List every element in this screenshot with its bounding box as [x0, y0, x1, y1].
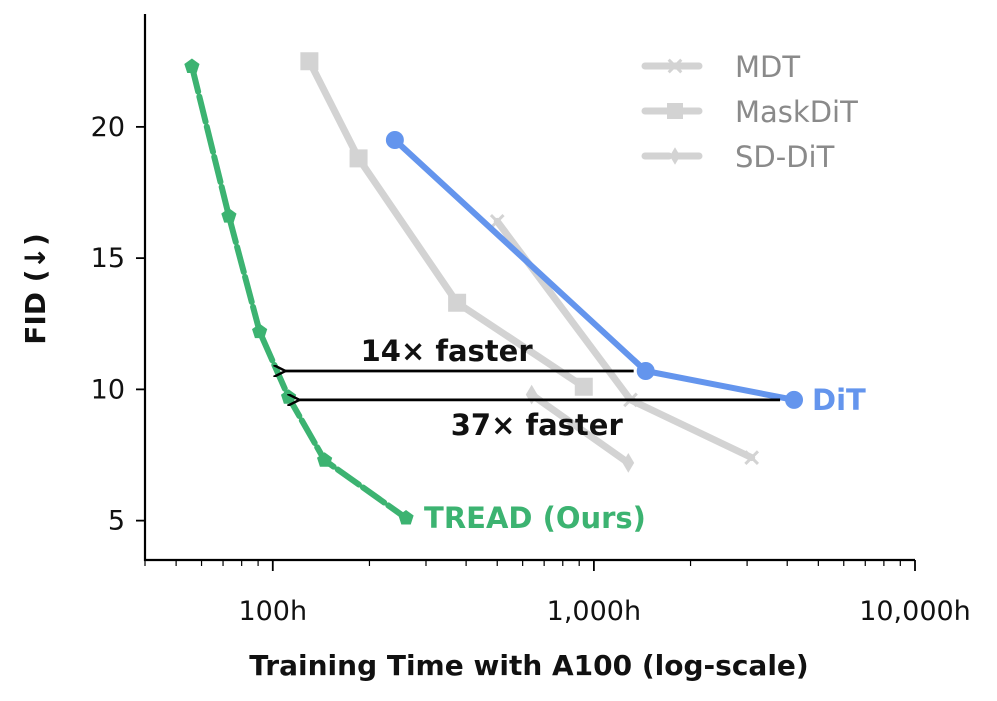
series-mdt-point-stroke [744, 450, 760, 465]
series-tread-point [221, 208, 237, 223]
y-tick-label: 10 [91, 374, 125, 405]
annotation-1: 37× faster [297, 400, 781, 442]
series-tread: TREAD (Ours) [184, 58, 646, 535]
series-mdt-point [489, 214, 505, 229]
x-tick-label: 1,000h [547, 596, 641, 627]
annotation-text: 37× faster [451, 408, 624, 442]
series-sddit-point [622, 452, 635, 473]
legend-marker [667, 58, 683, 74]
legend-item-mdt: MDT [641, 50, 800, 84]
series-sddit [525, 384, 635, 473]
annotation-0: 14× faster [284, 334, 634, 371]
series-tread-line [188, 63, 410, 521]
legend-item-maskdit: MaskDiT [641, 95, 858, 129]
annotation-text: 14× faster [361, 334, 534, 368]
series-tread-point [252, 323, 268, 339]
y-tick-label: 15 [91, 243, 125, 274]
annotation-layer: 14× faster 37× faster [284, 334, 781, 442]
x-tick-label: 100h [238, 596, 307, 627]
legend: MDT MaskDiT SD-DiT [641, 50, 858, 174]
legend-item-sddit: SD-DiT [641, 140, 835, 174]
series-maskdit-point [448, 293, 467, 312]
series-mdt-point [744, 450, 760, 465]
legend-marker [669, 147, 681, 165]
series-tread-label: TREAD (Ours) [424, 501, 646, 535]
series-maskdit-point [349, 149, 368, 168]
legend-marker-stroke [667, 58, 683, 74]
series-dit-label: DiT [812, 383, 866, 417]
y-tick-label: 20 [91, 112, 125, 143]
series-dit-point [785, 390, 804, 409]
x-tick-label: 10,000h [859, 596, 971, 627]
legend-label: SD-DiT [735, 140, 835, 174]
series-dit: DiT [385, 131, 866, 417]
series-tread-point [280, 389, 297, 404]
legend-label: MDT [735, 50, 800, 84]
series-mdt-point-stroke [489, 214, 505, 229]
series-dit-point [636, 362, 655, 380]
legend-label: MaskDiT [735, 95, 858, 129]
series-dit-point [385, 131, 404, 149]
series-maskdit-point [574, 377, 593, 396]
y-axis-label: FID (↓) [19, 233, 52, 345]
series-sddit-point [525, 384, 538, 405]
series-maskdit [300, 52, 593, 396]
series-tread-point [184, 58, 200, 73]
legend-marker [667, 103, 683, 119]
series-tread-point [316, 452, 333, 467]
axes: 5 10 15 20 100h 1,000h 10,000h [91, 14, 971, 627]
series-tread-point [398, 510, 414, 525]
y-tick-label: 5 [108, 506, 125, 537]
series-sddit-line [528, 391, 632, 467]
series-maskdit-point [300, 52, 319, 71]
x-axis-label: Training Time with A100 (log-scale) [249, 649, 808, 682]
series-maskdit-line [305, 57, 588, 391]
